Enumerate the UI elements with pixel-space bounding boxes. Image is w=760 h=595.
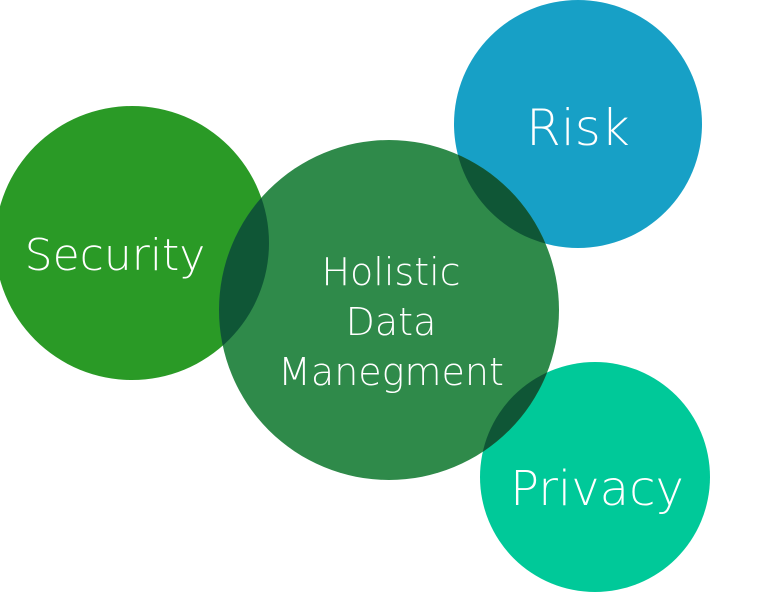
security-label: Security xyxy=(25,230,206,281)
privacy-label: Privacy xyxy=(510,461,684,517)
holistic-label-line-3: Manegment xyxy=(278,350,504,394)
risk-label: Risk xyxy=(526,99,630,157)
holistic-label-line-1: Holistic xyxy=(321,250,460,294)
risk-circle xyxy=(454,0,702,248)
holistic-label-line-2: Data xyxy=(346,300,437,344)
security-circle xyxy=(0,106,269,380)
holistic-data-management-circle xyxy=(219,140,559,480)
privacy-circle xyxy=(480,362,710,592)
